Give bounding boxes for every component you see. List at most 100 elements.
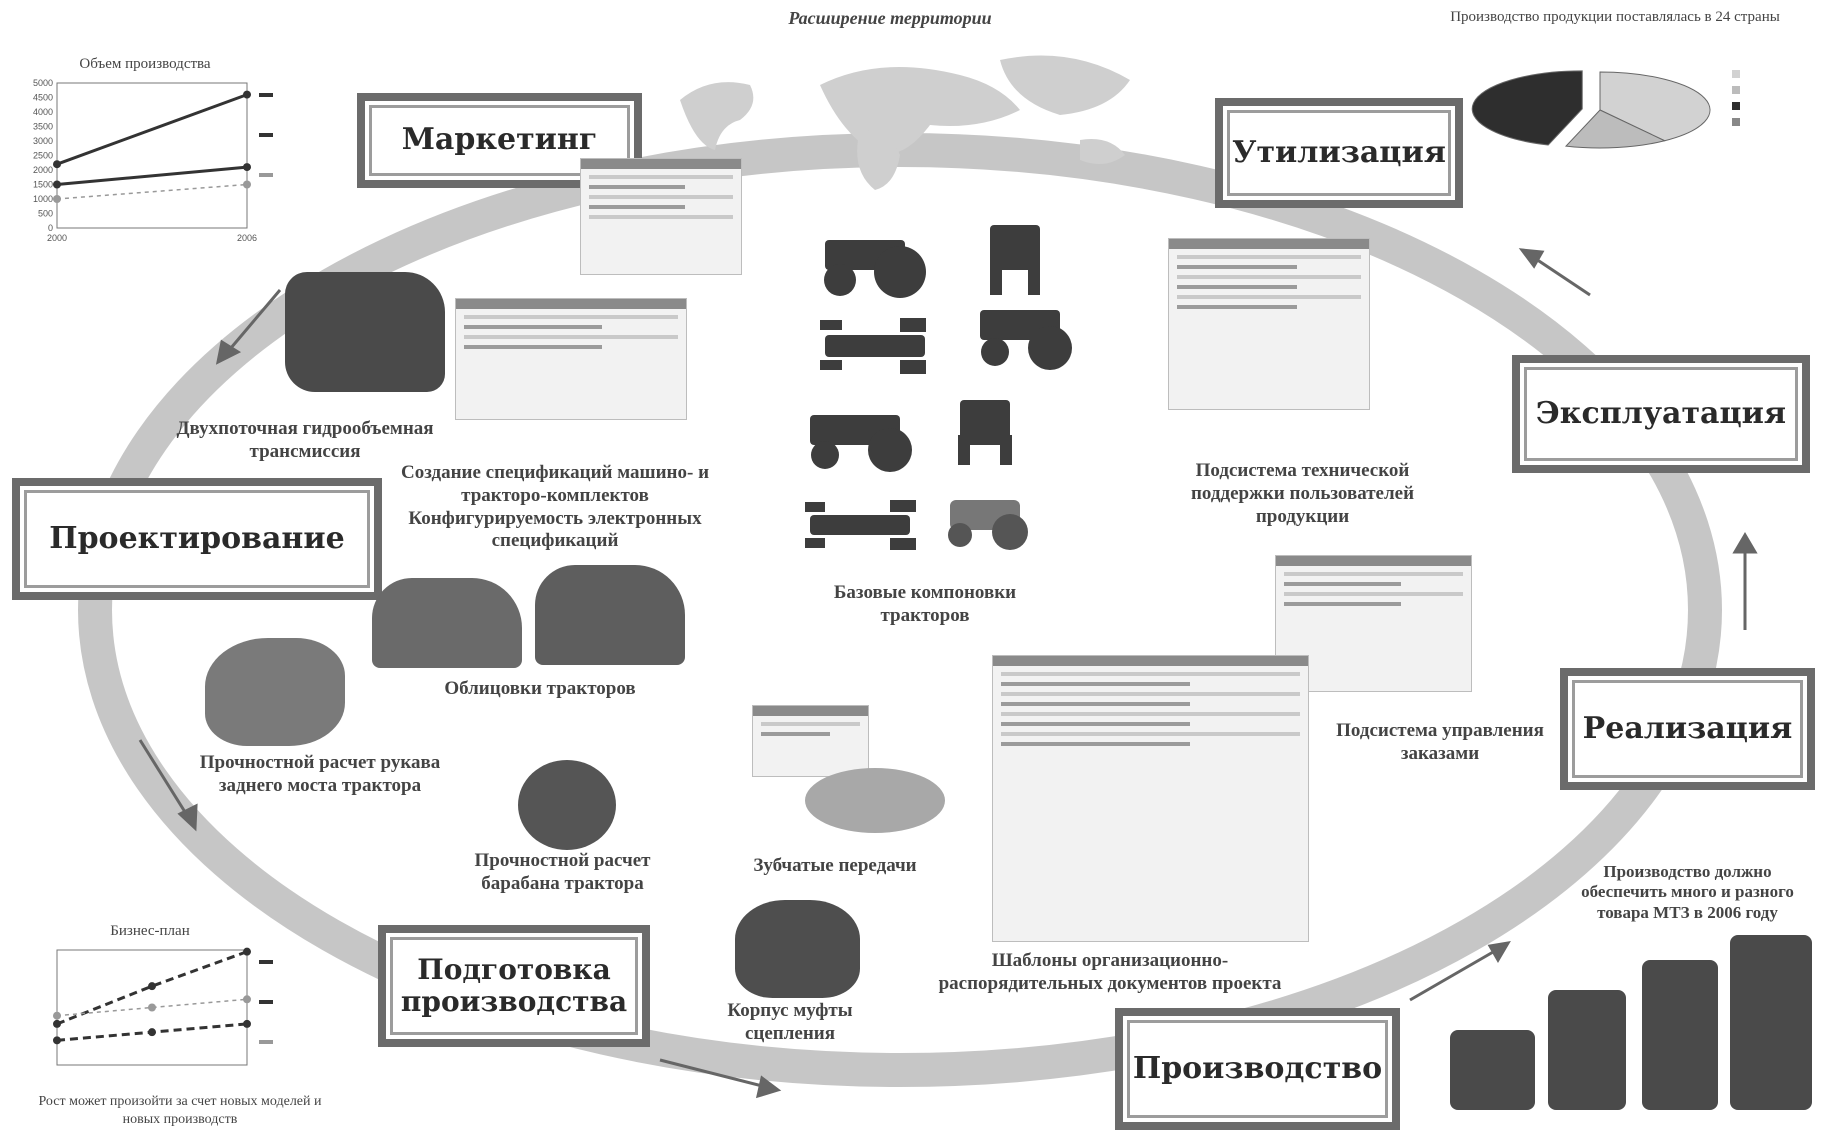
arrow-left	[138, 739, 192, 821]
drum-image	[518, 760, 616, 850]
arrow-top-right	[1529, 253, 1591, 297]
stage-realization[interactable]: Реализация	[1560, 668, 1815, 790]
stage-utilization[interactable]: Утилизация	[1215, 98, 1463, 208]
transmission-image	[285, 272, 445, 392]
map-africa	[857, 130, 900, 190]
data-point	[148, 1028, 156, 1037]
cladding-image-2	[535, 565, 685, 665]
y-tick-label: 1000	[33, 194, 53, 204]
mtz-tractors	[1450, 935, 1812, 1110]
map-americas	[680, 82, 754, 150]
chart-plot: 5000450040003500300025002000150010005000…	[33, 78, 273, 243]
stage-operation[interactable]: Эксплуатация	[1512, 355, 1810, 473]
clutch-image	[735, 900, 860, 998]
pie-slice	[1564, 109, 1667, 149]
tractor-layouts	[805, 225, 1072, 550]
legend-swatch	[259, 960, 273, 964]
y-tick-label: 3500	[33, 122, 53, 132]
axle-caption: Прочностной расчет рукава заднего моста …	[199, 752, 441, 796]
data-point	[243, 163, 251, 172]
map-asia-east	[1000, 55, 1130, 115]
data-point	[53, 1011, 61, 1020]
data-point	[243, 90, 251, 99]
plot-frame	[56, 82, 248, 229]
x-tick-label: 2000	[47, 233, 67, 243]
y-tick-label: 3000	[33, 136, 53, 146]
tractor-icon	[980, 310, 1072, 370]
world-map	[680, 55, 1130, 190]
tractor-stack	[1548, 990, 1626, 1110]
chart-plot	[53, 947, 273, 1066]
y-tick-label: 4500	[33, 93, 53, 103]
tractor-icon	[820, 318, 926, 374]
legend-swatch	[1732, 86, 1740, 94]
tractor-icon	[810, 415, 912, 472]
map-australia	[1080, 139, 1125, 164]
legend-swatch	[1732, 70, 1740, 78]
data-point	[243, 947, 251, 956]
tractor-icon	[958, 400, 1012, 465]
mtz-caption: Производство должно обеспечить много и р…	[1581, 862, 1794, 922]
x-tick-label: 2006	[237, 233, 257, 243]
y-tick-label: 4000	[33, 107, 53, 117]
data-point	[53, 195, 61, 203]
stage-label: Проектирование	[49, 520, 345, 556]
plot-frame	[56, 949, 248, 1066]
data-point	[148, 1003, 156, 1012]
chart-title: Объем производства	[79, 56, 211, 72]
series-line	[56, 93, 248, 166]
cladding-caption: Облицовки тракторов	[444, 678, 636, 699]
base-layouts-caption: Базовые компоновки тракторов	[833, 582, 1017, 626]
pie-slice	[1599, 71, 1711, 142]
stage-label: Реализация	[1582, 710, 1793, 746]
cladding-image-1	[372, 578, 522, 668]
tractor-stack	[1730, 935, 1812, 1110]
legend-swatch	[259, 1000, 273, 1004]
legend-swatch	[259, 133, 273, 137]
arrow-bottom-right	[1409, 946, 1501, 1002]
data-point	[53, 180, 61, 189]
growth-caption: Рост может произойти за счет новых модел…	[38, 1094, 322, 1127]
production-volume-chart: Объем производства 5000 4500 4000 3500 3000 2…	[15, 55, 335, 243]
y-tick-label: 2500	[33, 151, 53, 161]
countries-pie	[1471, 70, 1740, 149]
gears-screenshot	[752, 705, 869, 777]
axle-image	[205, 638, 345, 746]
tractor-icon	[990, 225, 1040, 295]
data-point	[53, 1036, 61, 1045]
data-point	[148, 982, 156, 991]
territory-caption: Расширение территории	[788, 8, 992, 28]
series-line	[56, 183, 248, 200]
support-screenshot	[1168, 238, 1370, 410]
tractor-stack	[1642, 960, 1718, 1110]
legend-swatch	[1732, 102, 1740, 110]
data-point	[243, 995, 251, 1004]
marketing-screenshot	[580, 158, 742, 275]
templates-screenshot	[992, 655, 1309, 942]
y-tick-label: 500	[38, 209, 53, 219]
stage-marketing[interactable]: Маркетинг	[357, 93, 642, 188]
stage-design[interactable]: Проектирование	[12, 478, 382, 600]
data-point	[243, 180, 251, 189]
gears-caption: Зубчатые передачи	[753, 855, 917, 876]
y-tick-label: 5000	[33, 78, 53, 88]
series-line	[56, 165, 248, 186]
stage-label: Утилизация	[1232, 134, 1446, 170]
stage-label: Маркетинг	[401, 122, 598, 158]
tractor-icon	[824, 240, 926, 298]
specs-caption: Создание спецификаций машино- и тракторо…	[400, 462, 710, 552]
stage-production[interactable]: Производство	[1115, 1008, 1400, 1130]
stage-label: Подготовка производства	[400, 952, 628, 1018]
stage-preparation[interactable]: Подготовка производства	[378, 925, 650, 1047]
arrow-top-left	[223, 289, 282, 356]
data-point	[53, 1019, 61, 1028]
pie-slice	[1471, 70, 1583, 146]
series-line	[56, 950, 248, 1026]
drum-caption: Прочностной расчет барабана трактора	[474, 850, 651, 894]
specs-screenshot	[455, 298, 687, 420]
gears-image	[805, 768, 945, 833]
orders-caption: Подсистема управления заказами	[1336, 720, 1544, 764]
legend-swatch	[259, 93, 273, 97]
arrow-bottom	[659, 1058, 771, 1090]
